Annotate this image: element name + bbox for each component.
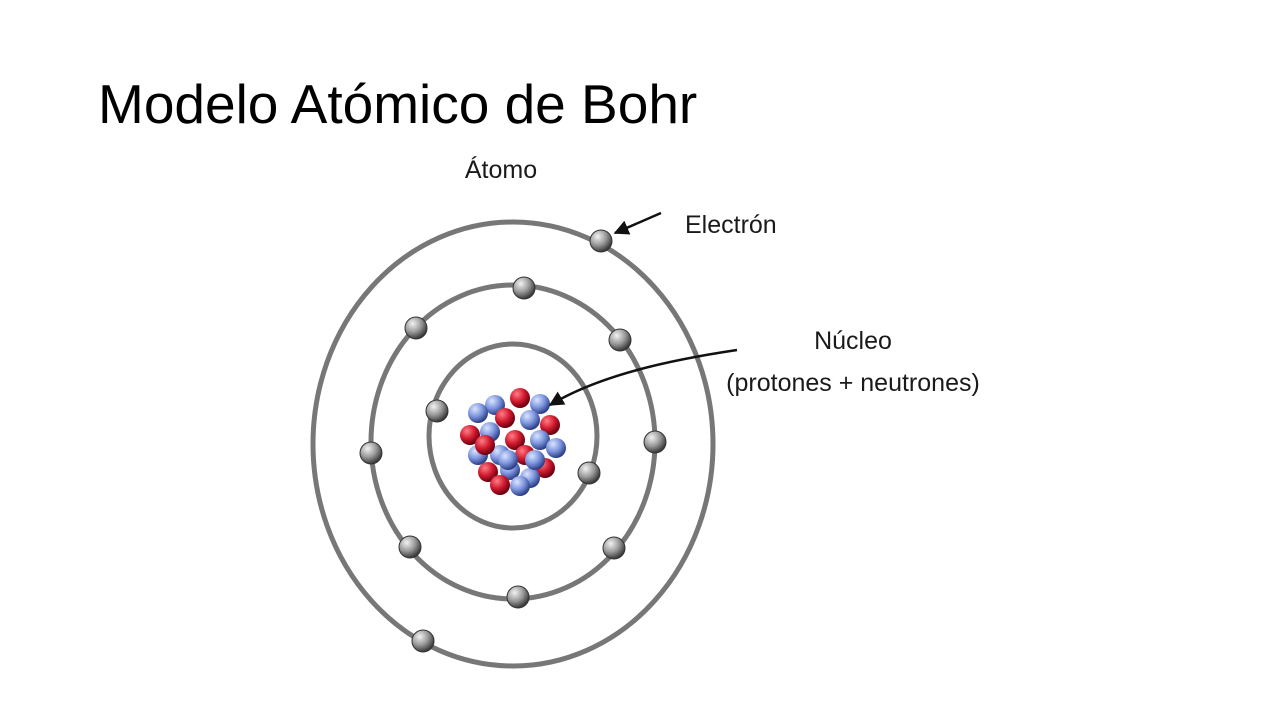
electron [425, 399, 449, 423]
electron [643, 430, 667, 454]
proton [475, 435, 495, 455]
electron [359, 441, 383, 465]
proton [460, 425, 480, 445]
atom-heading: Átomo [465, 155, 537, 184]
nucleus [460, 388, 566, 496]
orbit-inner [426, 341, 600, 531]
electrons [359, 229, 667, 653]
proton [490, 475, 510, 495]
neutron [520, 410, 540, 430]
nucleus-arrow [548, 348, 738, 407]
orbit-outer [310, 219, 716, 669]
proton [540, 415, 560, 435]
electron [512, 276, 536, 300]
electron-label: Electrón [685, 211, 777, 239]
proton [510, 388, 530, 408]
neutron [530, 430, 550, 450]
proton [505, 430, 525, 450]
electron [398, 535, 422, 559]
neutron [498, 450, 518, 470]
electron [506, 585, 530, 609]
neutron [510, 476, 530, 496]
electron-arrow [613, 211, 662, 235]
slide-title: Modelo Atómico de Bohr [98, 73, 698, 135]
electron [608, 328, 632, 352]
electron [602, 536, 626, 560]
nucleus-detail-label: (protones + neutrones) [726, 369, 980, 397]
proton [478, 462, 498, 482]
neutron [546, 438, 566, 458]
nucleus-label: Núcleo [814, 327, 892, 355]
proton [495, 408, 515, 428]
electron [404, 316, 428, 340]
electron [589, 229, 613, 253]
neutron [530, 394, 550, 414]
electron [411, 629, 435, 653]
neutron [525, 450, 545, 470]
electron [577, 461, 601, 485]
neutron [468, 403, 488, 423]
